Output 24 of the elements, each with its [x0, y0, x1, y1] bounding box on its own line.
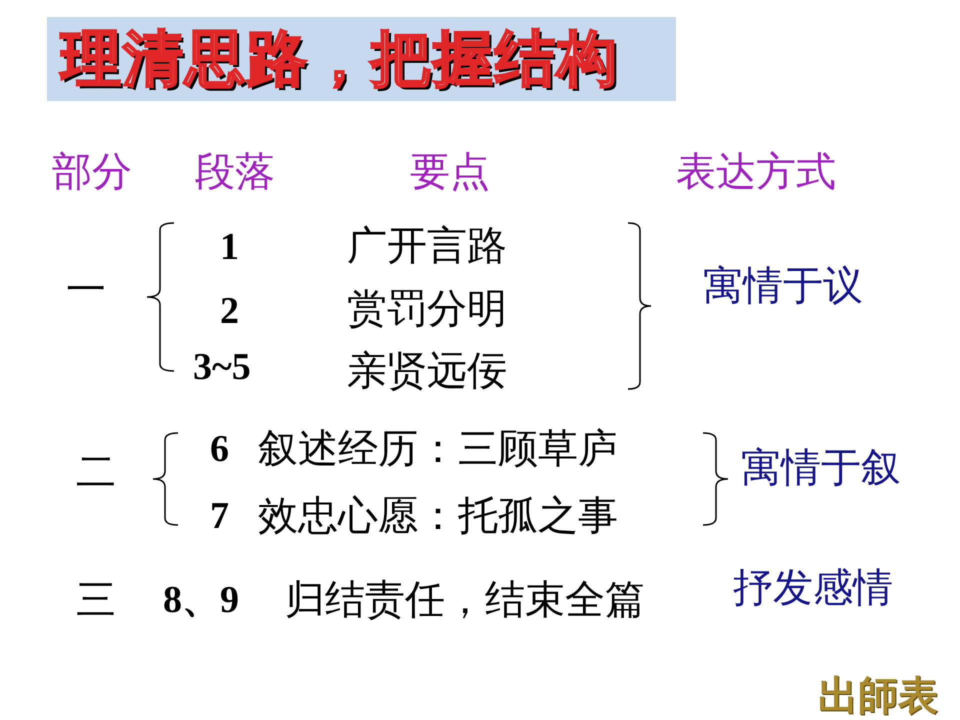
paragraph-number: 8、9: [163, 581, 239, 619]
paragraph-number: 1: [220, 228, 239, 266]
column-header: 部分: [52, 152, 132, 192]
column-header: 表达方式: [676, 152, 836, 192]
paragraph-number: 7: [210, 497, 229, 535]
text-title: 出師表: [818, 676, 938, 716]
part-number: 一: [66, 270, 106, 310]
expression-method: 抒发感情: [733, 568, 893, 608]
key-point: 亲贤远佞: [347, 351, 507, 391]
part-number: 二: [76, 452, 116, 492]
title-banner: 理清思路，把握结构: [47, 17, 676, 101]
part-number: 三: [76, 580, 116, 620]
key-point: 广开言路: [347, 226, 507, 266]
expression-method: 寓情于议: [703, 266, 863, 306]
key-point: 叙述经历：三顾草庐: [258, 429, 618, 469]
column-header: 段落: [195, 152, 275, 192]
column-header: 要点: [410, 152, 490, 192]
paragraph-number: 6: [210, 430, 229, 468]
expression-method: 寓情于叙: [741, 448, 901, 488]
key-point: 赏罚分明: [347, 289, 507, 329]
key-point: 归结责任，结束全篇: [285, 580, 645, 620]
key-point: 效忠心愿：托孤之事: [258, 496, 618, 536]
paragraph-number: 2: [220, 292, 239, 330]
paragraph-number: 3~5: [193, 348, 251, 386]
